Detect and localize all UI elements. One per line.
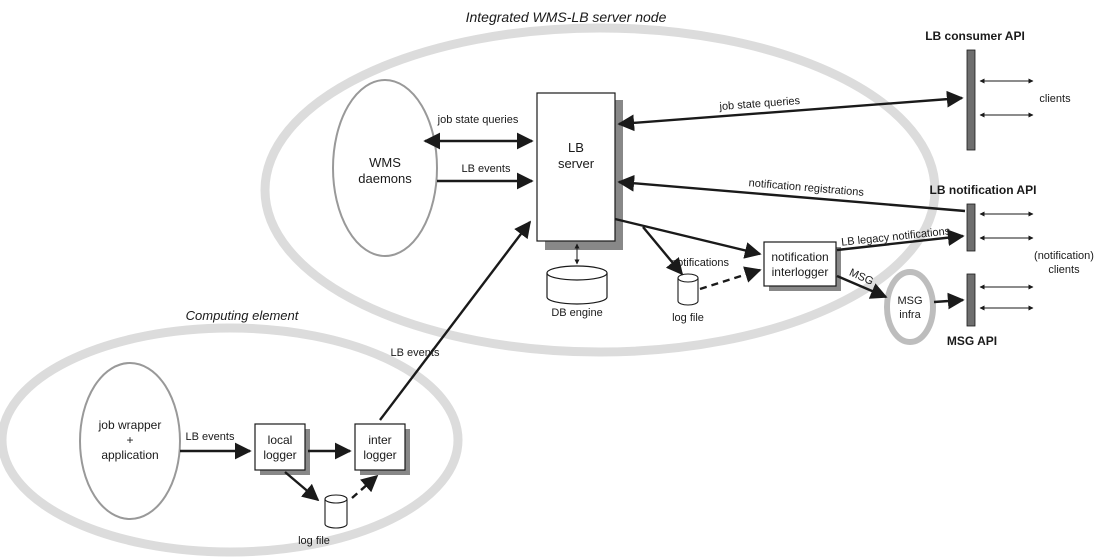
consumer-api-bar xyxy=(966,49,976,151)
job-wrapper-label-3: application xyxy=(101,448,158,462)
msg-infra-node xyxy=(884,269,936,345)
edge-inter-logger-to-server xyxy=(379,220,532,421)
job-wrapper-node xyxy=(79,362,181,520)
local-logger-label-1: local xyxy=(268,433,293,447)
notif-interlogger-label-1: notification xyxy=(771,250,828,264)
msg-infra-label-2: infra xyxy=(899,309,921,321)
local-logger-label-2: logger xyxy=(263,448,296,462)
edge-wms-job-state-queries-label: job state queries xyxy=(437,114,519,126)
computing-element-title: Computing element xyxy=(186,308,300,323)
edge-logfile-to-inter-logger xyxy=(351,474,379,499)
server-node-region xyxy=(260,23,940,357)
server-logfile-label: log file xyxy=(672,312,704,324)
local-logger-node xyxy=(254,423,306,471)
consumer-api-label: LB consumer API xyxy=(925,29,1025,43)
edge-logfile-to-notif-interlogger xyxy=(699,266,762,291)
edge-consumer-job-state-queries xyxy=(617,90,964,132)
ce-logfile-cylinder xyxy=(324,494,348,529)
edge-local-to-logfile xyxy=(284,471,320,502)
edge-msg-to-api xyxy=(933,292,965,310)
wms-daemons-node xyxy=(332,79,438,257)
edge-notification-registrations-label: notification registrations xyxy=(748,177,865,199)
edge-server-to-notif-interlogger xyxy=(614,217,762,259)
job-wrapper-label-2: + xyxy=(126,433,133,447)
edge-legacy-notifications xyxy=(836,229,965,252)
notif-interlogger-label-2: interlogger xyxy=(772,265,829,279)
notification-clients-label-1: (notification) xyxy=(1034,250,1094,262)
consumer-clients-label: clients xyxy=(1039,93,1071,105)
edge-server-to-logfile xyxy=(642,226,684,276)
job-wrapper-label-1: job wrapper xyxy=(98,418,162,432)
inter-logger-label-1: inter xyxy=(368,433,391,447)
msg-infra-label-1: MSG xyxy=(897,295,922,307)
ce-logfile-label: log file xyxy=(298,535,330,547)
notification-api-label: LB notification API xyxy=(930,183,1037,197)
edge-wms-lb-events-label: LB events xyxy=(462,163,511,175)
computing-element-region xyxy=(0,323,463,557)
inter-logger-label-2: logger xyxy=(363,448,396,462)
msg-api-label: MSG API xyxy=(947,334,997,348)
edge-msg xyxy=(836,274,888,299)
edge-notification-registrations xyxy=(617,174,966,213)
server-logfile-cylinder xyxy=(677,273,699,306)
edge-ce-lb-events-label: LB events xyxy=(391,347,440,359)
notification-api-bar xyxy=(966,203,976,252)
notif-interlogger-node xyxy=(763,241,837,287)
db-engine-cylinder xyxy=(546,265,608,305)
edge-notifications-label: notifications xyxy=(671,257,730,269)
db-engine-label: DB engine xyxy=(551,307,602,319)
edge-job-lb-events-label: LB events xyxy=(186,431,235,443)
lb-server-label-1: LB xyxy=(568,140,584,155)
lb-server-label-2: server xyxy=(558,156,595,171)
edge-msg-label: MSG xyxy=(847,267,875,288)
msg-api-bar xyxy=(966,273,976,327)
notification-clients-label-2: clients xyxy=(1048,264,1080,276)
wms-label-1: WMS xyxy=(369,155,401,170)
inter-logger-node xyxy=(354,423,406,471)
server-node-title: Integrated WMS-LB server node xyxy=(466,9,667,25)
edge-legacy-notifications-label: LB legacy notifications xyxy=(841,225,952,248)
wms-label-2: daemons xyxy=(358,171,412,186)
lb-server-node xyxy=(536,92,616,242)
